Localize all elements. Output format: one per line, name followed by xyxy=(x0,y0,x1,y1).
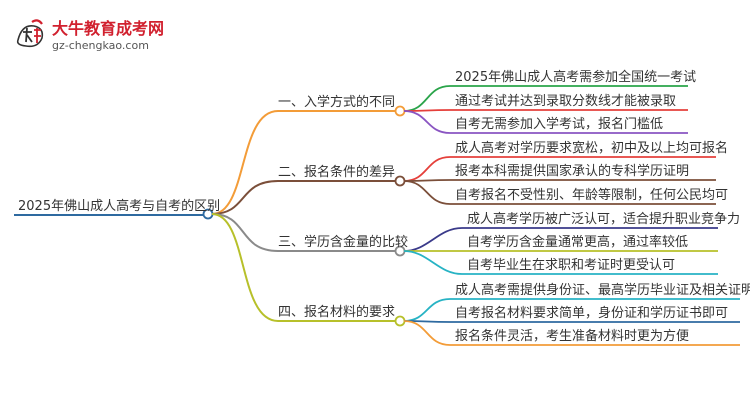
leaf-label-2-2: 报考本科需提供国家承认的专科学历证明 xyxy=(455,164,690,179)
leaf-label-3-2: 自考学历含金量通常更高，通过率较低 xyxy=(467,235,689,250)
branch-label-2: 二、报名条件的差异 xyxy=(278,165,396,180)
branch-label-3: 三、学历含金量的比较 xyxy=(278,235,409,250)
leaf-connector-2-1 xyxy=(403,156,451,182)
logo-name: 大牛教育成考网 xyxy=(52,19,165,38)
leaf-connector-3-3 xyxy=(403,250,463,275)
leaf-label-1-3: 自考无需参加入学考试，报名门槛低 xyxy=(455,117,664,132)
leaf-connector-4-3 xyxy=(403,320,451,346)
branch-label-4: 四、报名材料的要求 xyxy=(278,305,396,320)
leaf-connector-3-1 xyxy=(403,227,463,252)
branch-node-circle-4 xyxy=(394,315,406,327)
leaf-connector-2-3 xyxy=(403,180,451,205)
logo-url: gz-chengkao.com xyxy=(52,39,149,52)
leaf-label-4-3: 报名条件灵活，考生准备材料时更为方便 xyxy=(455,329,690,344)
leaf-label-1-2: 通过考试并达到录取分数线才能被录取 xyxy=(455,94,677,109)
branch-label-1: 一、入学方式的不同 xyxy=(278,95,396,110)
root-node-label: 2025年佛山成人高考与自考的区别 xyxy=(18,199,221,214)
leaf-label-1-1: 2025年佛山成人高考需参加全国统一考试 xyxy=(455,70,697,85)
leaf-label-3-1: 成人高考学历被广泛认可，适合提升职业竞争力 xyxy=(467,212,741,227)
branch-connector-4 xyxy=(211,213,279,322)
branch-connector-2 xyxy=(211,180,279,215)
leaf-connector-1-3 xyxy=(403,110,451,134)
branch-connector-3 xyxy=(211,213,279,252)
logo-mark-icon xyxy=(16,19,44,48)
leaf-connector-1-1 xyxy=(403,85,451,112)
leaf-label-3-3: 自考毕业生在求职和考证时更受认可 xyxy=(467,258,676,273)
leaf-label-4-1: 成人高考需提供身份证、最高学历毕业证及相关证明 xyxy=(455,283,750,298)
leaf-label-4-2: 自考报名材料要求简单，身份证和学历证书即可 xyxy=(455,306,729,321)
leaf-connector-4-1 xyxy=(403,298,451,322)
branch-node-circle-2 xyxy=(394,175,406,187)
leaf-label-2-1: 成人高考对学历要求宽松，初中及以上均可报名 xyxy=(455,141,729,156)
leaf-label-2-3: 自考报名不受性别、年龄等限制，任何公民均可 xyxy=(455,188,729,203)
branch-node-circle-1 xyxy=(394,105,406,117)
branch-connector-1 xyxy=(211,110,279,215)
